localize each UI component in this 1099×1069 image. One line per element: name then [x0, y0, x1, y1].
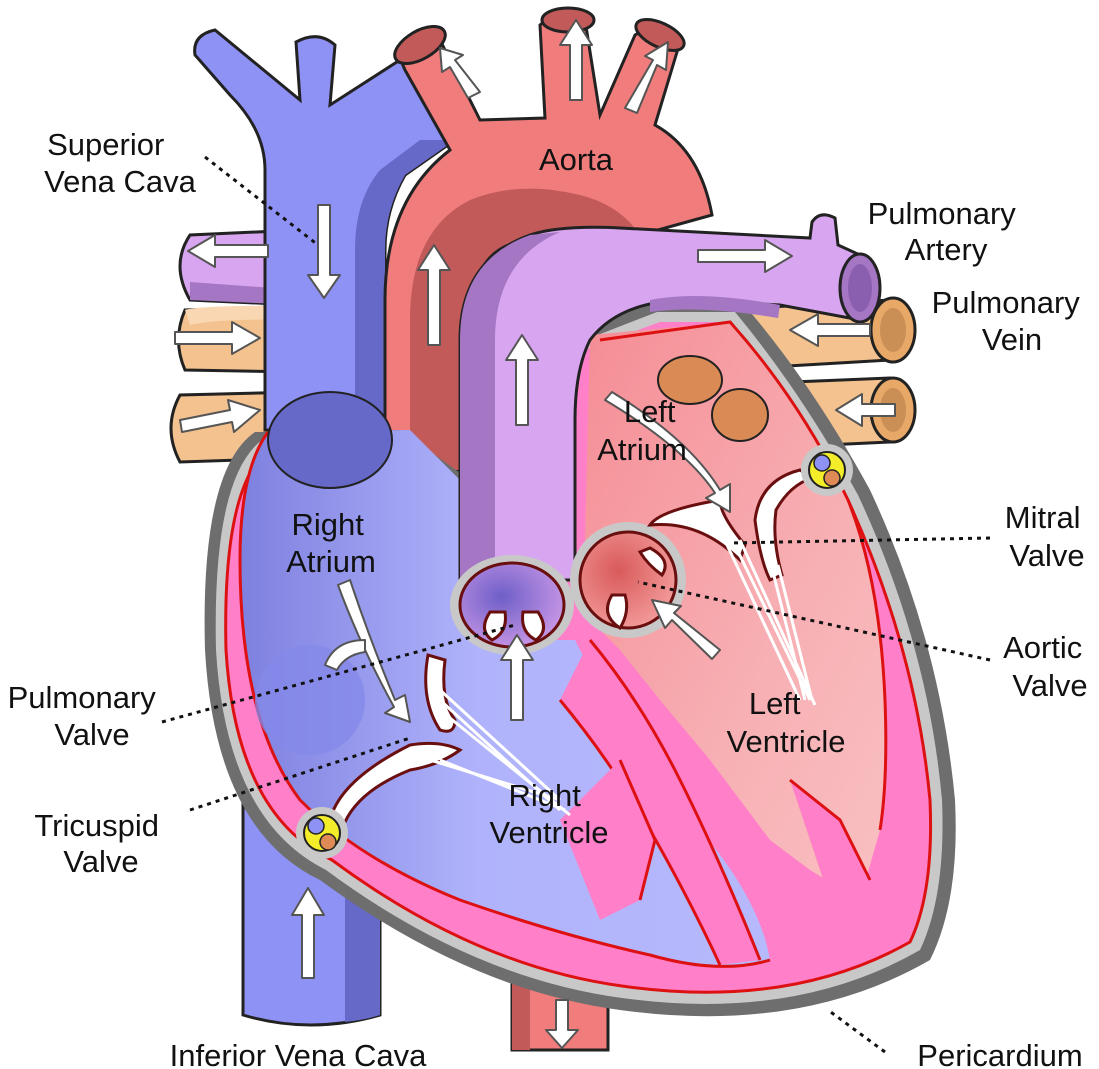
label-tricuspid-valve: Tricuspid Valve [34, 808, 167, 879]
arrow-right-atrium-to-ventricle [337, 579, 411, 723]
leader-pulmonary-valve [161, 623, 516, 724]
mitral-valve [646, 468, 817, 706]
arrow-lv-to-aortic-valve [651, 599, 721, 660]
label-aortic-valve: Aortic Valve [1003, 630, 1091, 703]
label-pericardium: Pericardium [917, 1038, 1082, 1069]
arrow-right-atrium-curl [324, 639, 366, 671]
arrow-pulmonary-vein-left-2 [179, 399, 261, 433]
label-left-atrium: Left Atrium [597, 394, 687, 467]
leader-pericardium [827, 1008, 886, 1054]
arrow-aorta-branch-3 [624, 41, 669, 114]
labels: Superior Vena Cava Aorta Pulmonary Arter… [8, 127, 1091, 1069]
label-superior-vena-cava: Superior Vena Cava [44, 127, 196, 199]
arrow-ivc-up [291, 887, 325, 979]
arrow-svc-down [307, 204, 341, 299]
arrow-aorta-branch-2 [559, 19, 593, 101]
arrow-pulmonary-artery-left [187, 234, 269, 268]
label-pulmonary-vein: Pulmonary Vein [932, 285, 1089, 357]
arrow-aorta-branch-1 [439, 47, 481, 99]
coronary-vessels-right [801, 444, 853, 496]
label-inferior-vena-cava: Inferior Vena Cava [170, 1038, 428, 1069]
flow-arrows [174, 19, 896, 1049]
leader-lines [161, 155, 991, 1054]
tricuspid-valve [328, 653, 571, 824]
interventricular-septum [558, 639, 872, 966]
label-pulmonary-artery: Pulmonary Artery [868, 196, 1025, 267]
arrow-descending-aorta-down [545, 999, 579, 1049]
label-pulmonary-valve: Pulmonary Valve [8, 680, 165, 752]
leader-mitral-valve [729, 536, 991, 545]
label-mitral-valve: Mitral Valve [1005, 500, 1089, 573]
arrow-rv-to-pulmonary-valve [500, 634, 534, 721]
arrow-aorta-up [417, 244, 451, 346]
label-left-ventricle: Left Ventricle [727, 686, 846, 759]
arrow-pulmonary-vein-right-2 [835, 393, 896, 427]
arrow-pulmonary-vein-right-1 [789, 313, 871, 347]
arrow-pulmonary-vein-left-1 [174, 321, 261, 355]
pulmonary-valve [450, 555, 574, 655]
leader-aortic-valve [637, 580, 991, 662]
label-right-atrium: Right Atrium [286, 507, 376, 579]
coronary-vessels-left [296, 807, 348, 859]
arrow-pulmonary-trunk-up [505, 334, 539, 426]
label-aorta: Aorta [539, 142, 614, 177]
arrow-left-atrium-to-mitral [604, 391, 731, 513]
leader-superior-vena-cava [204, 155, 319, 247]
label-right-ventricle: Right Ventricle [490, 778, 609, 850]
pulmonary-artery [458, 213, 882, 582]
arrow-pulmonary-artery-right [697, 239, 793, 273]
leader-tricuspid-valve [189, 736, 411, 812]
